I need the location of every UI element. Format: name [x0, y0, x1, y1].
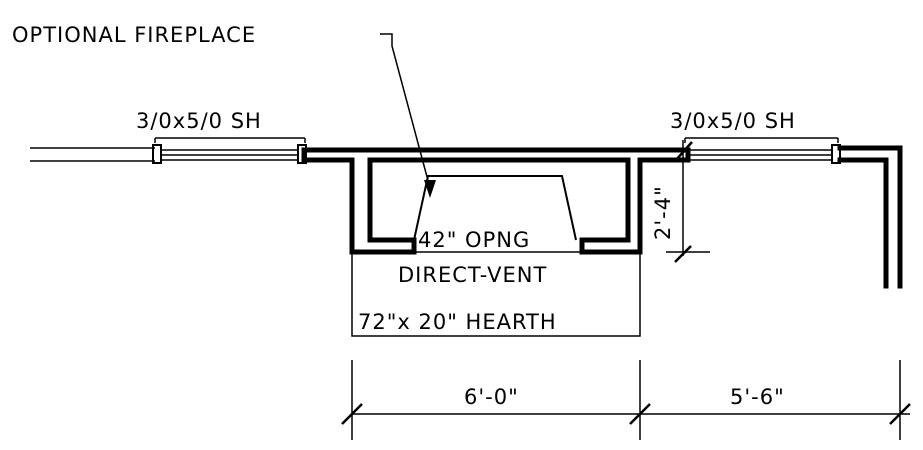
vent-type-label: DIRECT-VENT — [398, 263, 547, 287]
opening-label: 42" OPNG — [418, 228, 530, 252]
right-segment-dimension-label: 5'-6" — [730, 385, 785, 409]
fireplace-leader-line — [380, 33, 431, 189]
width-dimension-label: 6'-0" — [464, 385, 519, 409]
window-right — [684, 137, 841, 164]
window-left — [152, 137, 307, 164]
hearth-outline — [351, 251, 641, 337]
window-right-label: 3/0x5/0 SH — [670, 109, 796, 133]
left-wall-stub — [30, 147, 155, 162]
right-corner-wall — [837, 145, 903, 289]
window-left-label: 3/0x5/0 SH — [136, 109, 262, 133]
optional-fireplace-label: OPTIONAL FIREPLACE — [12, 23, 256, 47]
firebox-outline — [413, 175, 577, 241]
fireplace-chase-wall — [301, 147, 691, 255]
bottom-dimension-line — [341, 360, 911, 440]
depth-dimension-label: 2'-4" — [651, 185, 675, 240]
hearth-label: 72"x 20" HEARTH — [358, 310, 557, 334]
depth-dimension — [666, 140, 710, 263]
